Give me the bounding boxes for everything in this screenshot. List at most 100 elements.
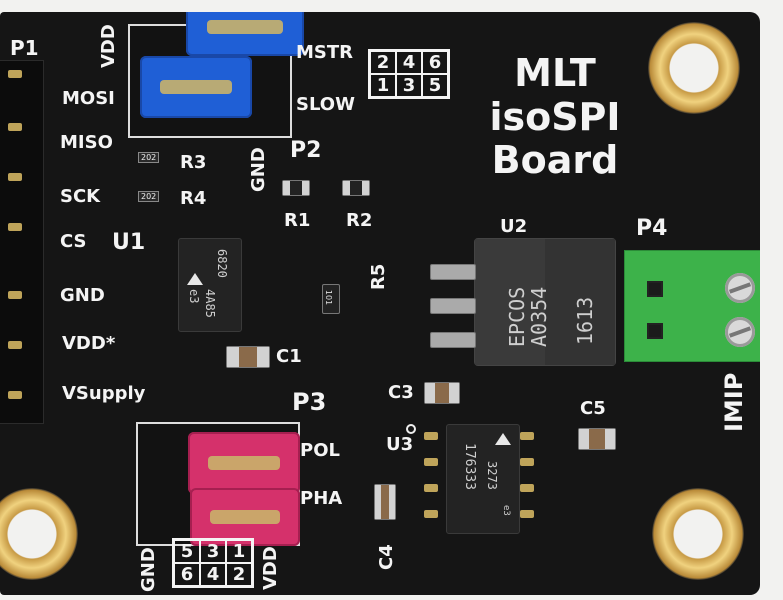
terminal-hole <box>647 281 663 297</box>
grid-cell: 6 <box>174 563 200 586</box>
p1-pin-label: MISO <box>60 132 113 153</box>
u1-label: U1 <box>112 230 146 255</box>
transformer-half <box>475 239 547 365</box>
p2-label: P2 <box>290 138 322 163</box>
p1-header <box>0 60 44 424</box>
transformer-half <box>545 239 615 365</box>
r5-label: R5 <box>368 263 389 290</box>
p1-label: P1 <box>10 36 39 60</box>
capacitor-c5 <box>578 428 616 450</box>
terminal-hole <box>647 323 663 339</box>
jumper-grid-top: 2 4 6 1 3 5 <box>368 49 450 99</box>
u2-marking-1: EPCOS <box>505 286 529 347</box>
chip-pin <box>520 432 534 440</box>
vdd-top-label: VDD <box>98 24 119 68</box>
chip-pin <box>424 458 438 466</box>
c1-label: C1 <box>276 346 302 367</box>
header-pin <box>8 123 22 131</box>
p4-label: P4 <box>636 216 668 241</box>
pcb-board: MLT isoSPI Board 2 4 6 1 3 5 P1 MOSI MIS… <box>0 12 760 595</box>
p1-pin-label: MOSI <box>62 88 115 109</box>
u2-marking-3: 1613 <box>573 296 597 345</box>
gnd-p2-label: GND <box>248 147 269 192</box>
r5-code: 101 <box>324 289 334 306</box>
grid-cell: 3 <box>396 74 422 97</box>
capacitor-c4 <box>374 484 396 520</box>
transformer-pin <box>430 264 476 280</box>
grid-cell: 5 <box>174 540 200 563</box>
title-line-2: isoSPI <box>489 94 621 139</box>
chip-pin <box>520 484 534 492</box>
slow-label: SLOW <box>296 94 355 115</box>
u2-label: U2 <box>500 216 528 237</box>
r2-label: R2 <box>346 210 373 231</box>
u1-marking-2: e3 <box>187 289 201 304</box>
grid-cell: 2 <box>226 563 252 586</box>
mounting-hole-bottom-left <box>0 488 78 580</box>
header-pin <box>8 173 22 181</box>
chip-pin <box>520 510 534 518</box>
chip-pin <box>424 432 438 440</box>
header-pin <box>8 341 22 349</box>
screw-icon[interactable] <box>725 273 755 303</box>
grid-cell: 3 <box>200 540 226 563</box>
chip-u3: 176333 3273 e3 <box>446 424 520 534</box>
mstr-label: MSTR <box>296 42 354 63</box>
header-pin <box>8 223 22 231</box>
title-line-3: Board <box>491 138 619 183</box>
u3-marking-3: e3 <box>501 505 511 516</box>
blue-jumper-bottom[interactable] <box>140 56 252 118</box>
u3-label: U3 <box>386 434 414 455</box>
u1-marking-3: 4A85 <box>203 289 217 318</box>
header-pin <box>8 391 22 399</box>
header-pin <box>8 70 22 78</box>
mounting-hole-bottom-right <box>652 488 744 580</box>
chip-u1: 6820 e3 4A85 <box>178 238 242 332</box>
chip-pin <box>424 510 438 518</box>
im-ip-label: IMIP <box>720 372 748 432</box>
p1-pin-label: CS <box>60 231 87 252</box>
pink-jumper-top[interactable] <box>188 432 300 494</box>
gnd-p3-label: GND <box>138 547 159 592</box>
transformer-pin <box>430 298 476 314</box>
c4-label: C4 <box>376 544 397 570</box>
p1-pin-label: SCK <box>60 186 101 207</box>
screw-icon[interactable] <box>725 317 755 347</box>
chip-pin <box>424 484 438 492</box>
resistor-r1 <box>282 180 310 196</box>
board-title: MLT isoSPI Board <box>455 51 655 183</box>
c5-label: C5 <box>580 398 606 419</box>
grid-cell: 1 <box>226 540 252 563</box>
grid-cell: 5 <box>422 74 448 97</box>
grid-cell: 2 <box>370 51 396 74</box>
u3-marking-1: 176333 <box>462 443 477 490</box>
resistor-r5: 101 <box>322 284 340 314</box>
u1-marking-1: 6820 <box>215 249 229 278</box>
resistor-r4: 202 <box>138 191 160 202</box>
capacitor-c1 <box>226 346 270 368</box>
r4-label: R4 <box>180 188 207 209</box>
r3-label: R3 <box>180 152 207 173</box>
p1-pin-label: VSupply <box>62 383 146 404</box>
pink-jumper-bottom[interactable] <box>190 488 300 546</box>
c3-label: C3 <box>388 382 414 403</box>
r1-label: R1 <box>284 210 311 231</box>
mounting-hole-top-right <box>648 22 740 114</box>
chip-pin <box>520 458 534 466</box>
jumper-grid-bottom: 5 3 1 6 4 2 <box>172 538 254 588</box>
blue-jumper-top[interactable] <box>186 12 304 56</box>
vdd-p3-label: VDD <box>260 546 281 590</box>
lt-logo-icon <box>187 273 203 285</box>
pha-label: PHA <box>300 488 343 509</box>
grid-cell: 1 <box>370 74 396 97</box>
capacitor-c3 <box>424 382 460 404</box>
lt-logo-icon <box>495 433 511 445</box>
transformer-u2: EPCOS A0354 1613 <box>474 238 616 366</box>
title-line-1: MLT <box>514 51 596 95</box>
transformer-pin <box>430 332 476 348</box>
screw-terminal-p4[interactable] <box>624 250 760 362</box>
pol-label: POL <box>300 440 340 461</box>
resistor-r3: 202 <box>138 152 160 163</box>
u2-marking-2: A0354 <box>527 286 551 347</box>
resistor-r2 <box>342 180 370 196</box>
